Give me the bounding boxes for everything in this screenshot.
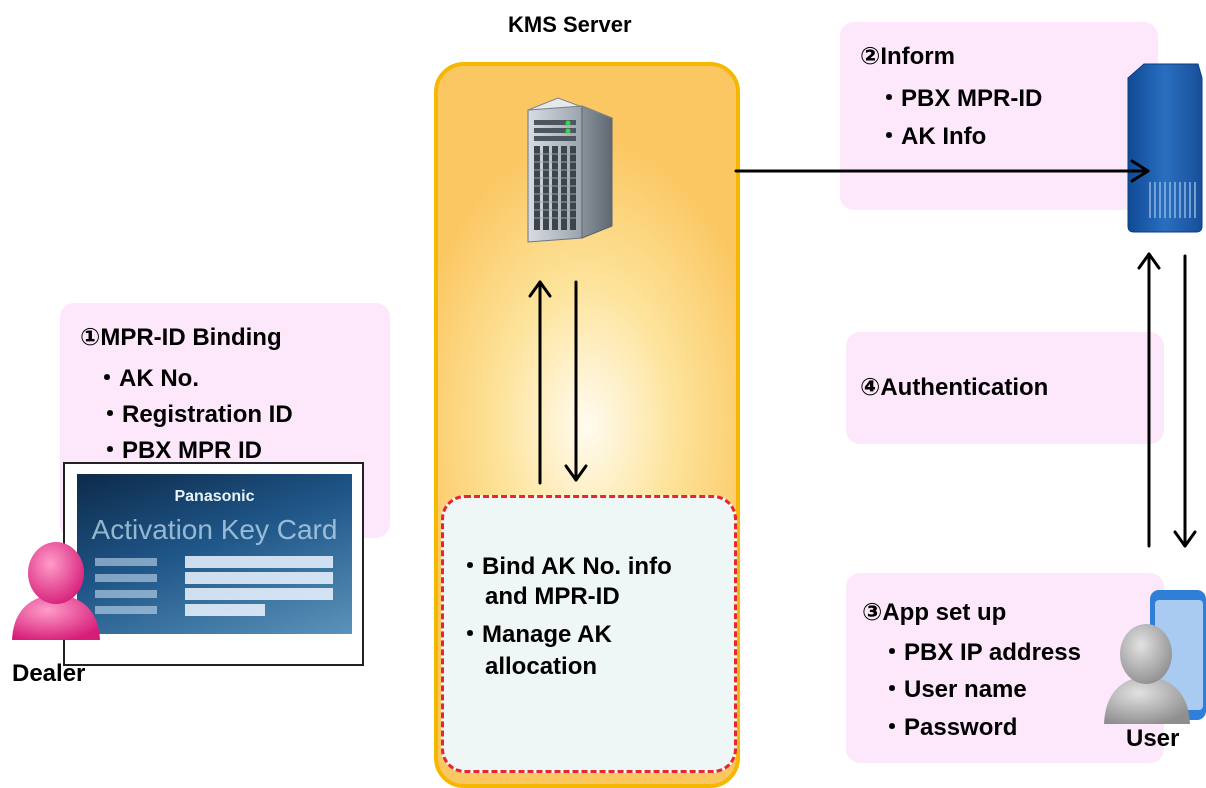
card-field <box>185 588 333 600</box>
step1-item-1: ・AK No. <box>95 365 199 392</box>
server-tasks-box <box>441 495 737 773</box>
step2-item-2: ・AK Info <box>877 123 987 150</box>
activation-key-card-image: Panasonic Activation Key Card <box>77 474 352 634</box>
kms-server-title: KMS Server <box>508 12 632 37</box>
step3-item-3: ・Password <box>880 714 1018 741</box>
card-brand-logo: Panasonic <box>174 488 255 505</box>
card-row-label <box>95 590 157 598</box>
step2-box <box>840 22 1158 210</box>
step3-title: ③App set up <box>862 599 1007 626</box>
server-task-line-1: ・Bind AK No. info <box>458 553 672 580</box>
step3-item-2: ・User name <box>880 676 1027 703</box>
step3-box <box>846 573 1164 763</box>
step1-item-3: ・PBX MPR ID <box>98 437 263 464</box>
step1-item-2: ・Registration ID <box>98 401 293 428</box>
step3-item-1: ・PBX IP address <box>880 639 1081 666</box>
user-label: User <box>1126 725 1180 752</box>
card-row-label <box>95 606 157 614</box>
dealer-label: Dealer <box>12 660 86 687</box>
server-task-line-4: allocation <box>485 653 598 680</box>
card-field <box>185 572 333 584</box>
step4-title: ④Authentication <box>860 374 1049 401</box>
step2-item-1: ・PBX MPR-ID <box>877 85 1043 112</box>
card-field <box>185 604 265 616</box>
activation-key-card: Panasonic Activation Key Card <box>63 462 364 666</box>
step4-box <box>846 332 1164 444</box>
server-task-line-3: ・Manage AK <box>458 621 612 648</box>
server-task-line-2: and MPR-ID <box>485 583 620 610</box>
card-field <box>185 556 333 568</box>
card-row-label <box>95 558 157 566</box>
card-title: Activation Key Card <box>91 514 338 545</box>
card-row-label <box>95 574 157 582</box>
step2-title: ②Inform <box>860 43 955 70</box>
step1-title: ①MPR-ID Binding <box>80 324 282 351</box>
